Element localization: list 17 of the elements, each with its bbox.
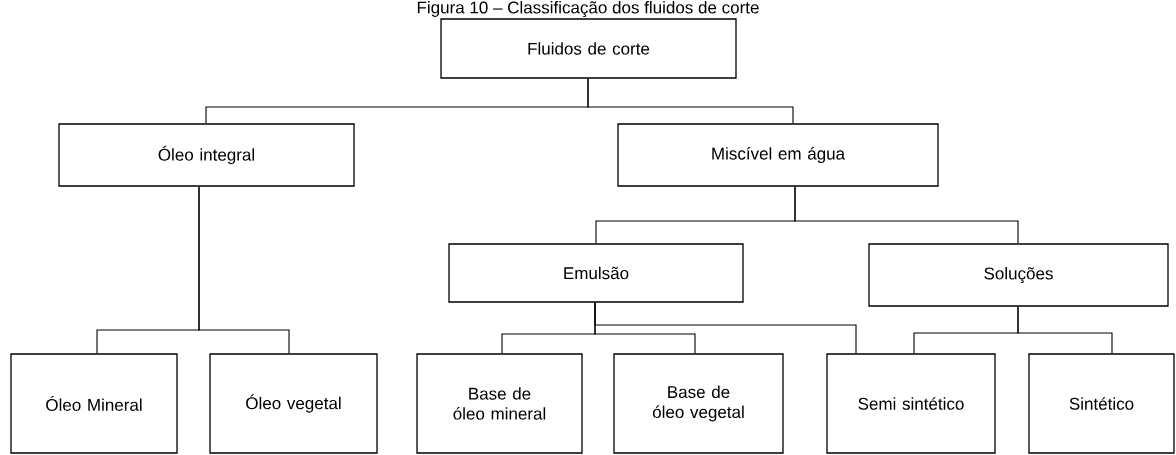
category-box: Óleo vegetal — [209, 353, 378, 454]
connector-line — [594, 302, 857, 354]
category-box: Base de óleo vegetal — [613, 353, 784, 454]
figure-title: Figura 10 – Classificação dos fluidos de corte — [417, 1, 759, 17]
category-box: Óleo integral — [58, 123, 355, 187]
category-box: Miscível em água — [617, 123, 939, 187]
category-box: Óleo Mineral — [10, 353, 178, 454]
connector-line — [794, 186, 1019, 244]
category-box: Base de óleo mineral — [416, 353, 583, 454]
connector-line — [198, 186, 290, 354]
category-box: Semi sintético — [826, 353, 996, 454]
category-box: Emulsão — [448, 243, 744, 303]
category-box: Sintético — [1028, 353, 1175, 454]
category-box: Fluidos de corte — [440, 18, 737, 79]
connector-line — [587, 78, 794, 124]
connector-line — [1017, 306, 1113, 354]
category-box: Soluções — [868, 243, 1169, 307]
